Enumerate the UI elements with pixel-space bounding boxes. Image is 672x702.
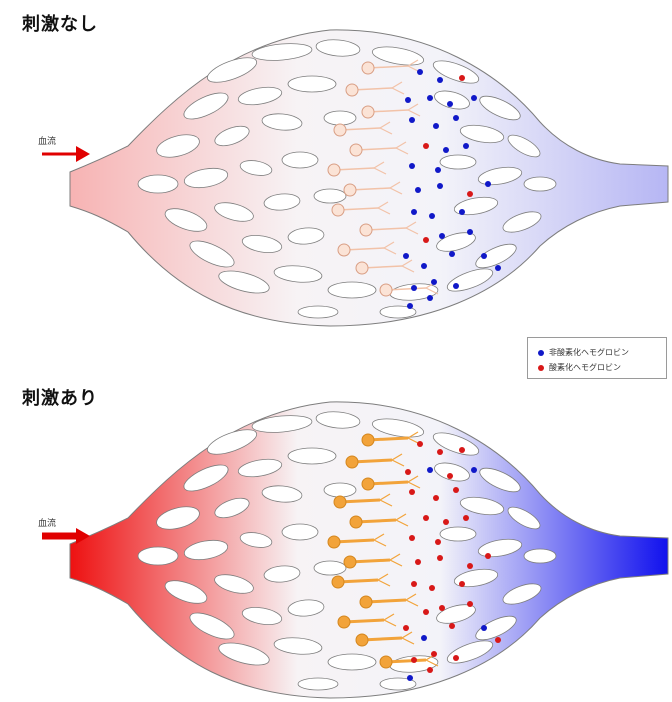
deoxygenated-hemoglobin-dot [481, 253, 487, 259]
oxygenated-hemoglobin-dot [429, 585, 435, 591]
oxygenated-hemoglobin-dot [447, 473, 453, 479]
deoxygenated-hemoglobin-dot [421, 263, 427, 269]
deoxygenated-hemoglobin-dot [467, 229, 473, 235]
oxygenated-hemoglobin-dot [467, 563, 473, 569]
deoxygenated-hemoglobin-dot [449, 251, 455, 257]
oxygenated-hemoglobin-dot [437, 555, 443, 561]
oxygenated-hemoglobin-dot [453, 655, 459, 661]
deoxygenated-hemoglobin-dot [431, 279, 437, 285]
oxygenated-hemoglobin-dot [409, 489, 415, 495]
deoxygenated-hemoglobin-dot [453, 115, 459, 121]
oxygenated-hemoglobin-dot [417, 441, 423, 447]
oxygenated-hemoglobin-dot [423, 143, 429, 149]
deoxygenated-hemoglobin-dot [495, 265, 501, 271]
oxygenated-hemoglobin-dot [443, 519, 449, 525]
oxygenated-hemoglobin-dot [415, 559, 421, 565]
oxygenated-hemoglobin-dot [449, 623, 455, 629]
deoxygenated-hemoglobin-dot [485, 181, 491, 187]
oxygenated-hemoglobin-dot [423, 515, 429, 521]
deoxygenated-hemoglobin-dot [439, 233, 445, 239]
oxygenated-hemoglobin-dot [485, 553, 491, 559]
deoxygenated-hemoglobin-dot [417, 69, 423, 75]
oxygenated-hemoglobin-dot [453, 487, 459, 493]
oxygenated-hemoglobin-dot [423, 609, 429, 615]
oxygenated-hemoglobin-dot [459, 447, 465, 453]
deoxygenated-hemoglobin-dot [437, 77, 443, 83]
oxygenated-hemoglobin-dot [467, 601, 473, 607]
deoxygenated-hemoglobin-dot [407, 675, 413, 681]
oxygenated-hemoglobin-dot [495, 637, 501, 643]
oxygenated-hemoglobin-dot [411, 657, 417, 663]
oxygenated-hemoglobin-dot [459, 581, 465, 587]
vessel-network-no-stimulus [0, 0, 672, 336]
deoxygenated-hemoglobin-dot [435, 167, 441, 173]
deoxygenated-hemoglobin-dot [415, 187, 421, 193]
deoxygenated-hemoglobin-dot [427, 467, 433, 473]
legend-label: 非酸素化ヘモグロビン [549, 347, 629, 358]
legend-item-oxygenated: 酸素化ヘモグロビン [538, 362, 621, 373]
deoxygenated-hemoglobin-dot [405, 97, 411, 103]
deoxygenated-hemoglobin-dot [471, 467, 477, 473]
deoxygenated-hemoglobin-dot [403, 253, 409, 259]
oxygenated-hemoglobin-dot [439, 605, 445, 611]
oxygenated-hemoglobin-dot [423, 237, 429, 243]
deoxygenated-hemoglobin-dot [453, 283, 459, 289]
oxygenated-hemoglobin-dot [459, 75, 465, 81]
deoxygenated-hemoglobin-dot [459, 209, 465, 215]
oxygenated-hemoglobin-dot [411, 581, 417, 587]
red-dot-icon [538, 365, 544, 371]
deoxygenated-hemoglobin-dot [427, 95, 433, 101]
deoxygenated-hemoglobin-dot [443, 147, 449, 153]
legend-item-deoxygenated: 非酸素化ヘモグロビン [538, 347, 629, 358]
oxygenated-hemoglobin-dot [431, 651, 437, 657]
deoxygenated-hemoglobin-dot [407, 303, 413, 309]
oxygenated-hemoglobin-dot [437, 449, 443, 455]
deoxygenated-hemoglobin-dot [463, 143, 469, 149]
deoxygenated-hemoglobin-dot [429, 213, 435, 219]
blood-flow-arrow-icon [42, 146, 90, 162]
vessel-network-stimulus [0, 372, 672, 702]
oxygenated-hemoglobin-dot [433, 495, 439, 501]
legend-label: 酸素化ヘモグロビン [549, 362, 621, 373]
deoxygenated-hemoglobin-dot [433, 123, 439, 129]
deoxygenated-hemoglobin-dot [447, 101, 453, 107]
deoxygenated-hemoglobin-dot [411, 209, 417, 215]
oxygenated-hemoglobin-dot [435, 539, 441, 545]
oxygenated-hemoglobin-dot [405, 469, 411, 475]
deoxygenated-hemoglobin-dot [411, 285, 417, 291]
oxygenated-hemoglobin-dot [403, 625, 409, 631]
oxygenated-hemoglobin-dot [409, 535, 415, 541]
deoxygenated-hemoglobin-dot [409, 163, 415, 169]
blue-dot-icon [538, 350, 544, 356]
oxygenated-hemoglobin-dot [463, 515, 469, 521]
deoxygenated-hemoglobin-dot [481, 625, 487, 631]
oxygenated-hemoglobin-dot [427, 667, 433, 673]
oxygenated-hemoglobin-dot [467, 191, 473, 197]
deoxygenated-hemoglobin-dot [471, 95, 477, 101]
deoxygenated-hemoglobin-dot [409, 117, 415, 123]
deoxygenated-hemoglobin-dot [427, 295, 433, 301]
deoxygenated-hemoglobin-dot [437, 183, 443, 189]
deoxygenated-hemoglobin-dot [421, 635, 427, 641]
legend: 非酸素化ヘモグロビン 酸素化ヘモグロビン [527, 337, 667, 379]
